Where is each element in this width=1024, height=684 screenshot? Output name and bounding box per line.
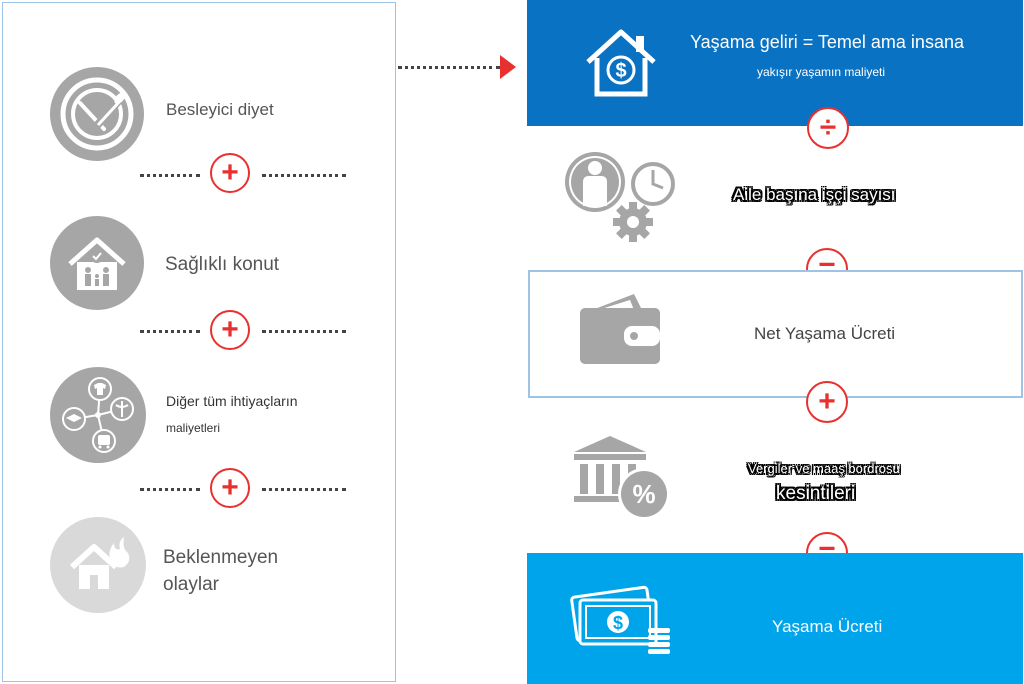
dotted-connector [140, 174, 200, 177]
item-label-diet: Besleyici diyet [166, 100, 274, 119]
dotted-connector [140, 330, 200, 333]
plus-operator: + [210, 153, 250, 193]
item-label-housing: Sağlıklı konut [165, 254, 280, 275]
worker-clock-gear-icon [565, 152, 675, 242]
cash-coins-icon: $ [570, 585, 670, 654]
plus-operator: + [210, 468, 250, 508]
needs-network-icon [50, 367, 146, 463]
dotted-connector [140, 488, 200, 491]
bank-percent-icon: % [574, 436, 670, 520]
plus-operator: + [210, 310, 250, 350]
arrow-head-icon [500, 55, 516, 79]
living-income-title: Yaşama geliri = Temel ama insana [690, 32, 964, 52]
item-label-needs-line1: Diğer tüm ihtiyaçların [166, 393, 298, 409]
divide-operator: ÷ [807, 107, 849, 149]
dotted-connector [262, 330, 346, 333]
house-family-icon [50, 216, 144, 310]
svg-text:$: $ [615, 60, 626, 82]
plate-fork-spoon-icon [50, 67, 144, 161]
svg-text:%: % [632, 479, 655, 509]
dotted-arrow-line [398, 66, 500, 69]
taxes-label-line2: kesintileri [776, 483, 856, 504]
item-label-events-line1: Beklenmeyen [163, 547, 279, 568]
house-dollar-icon: $ [586, 29, 656, 97]
house-fire-icon [50, 517, 146, 613]
living-income-subtitle: yakışır yaşamın maliyeti [757, 65, 886, 79]
wallet-icon [580, 294, 660, 364]
living-wage-label: Yaşama Ücreti [772, 617, 883, 636]
item-label-events-line2: olaylar [163, 574, 219, 595]
plus-operator: + [806, 381, 848, 423]
dotted-connector [262, 488, 346, 491]
workers-per-family-label: Aile başına işçi sayısı [733, 185, 896, 204]
net-living-wage-label: Net Yaşama Ücreti [754, 324, 896, 343]
svg-text:$: $ [613, 613, 623, 633]
taxes-label-line1: Vergiler ve maaş bordrosu [748, 461, 900, 476]
item-label-needs-line2: maliyetleri [166, 421, 221, 435]
dotted-connector [262, 174, 346, 177]
